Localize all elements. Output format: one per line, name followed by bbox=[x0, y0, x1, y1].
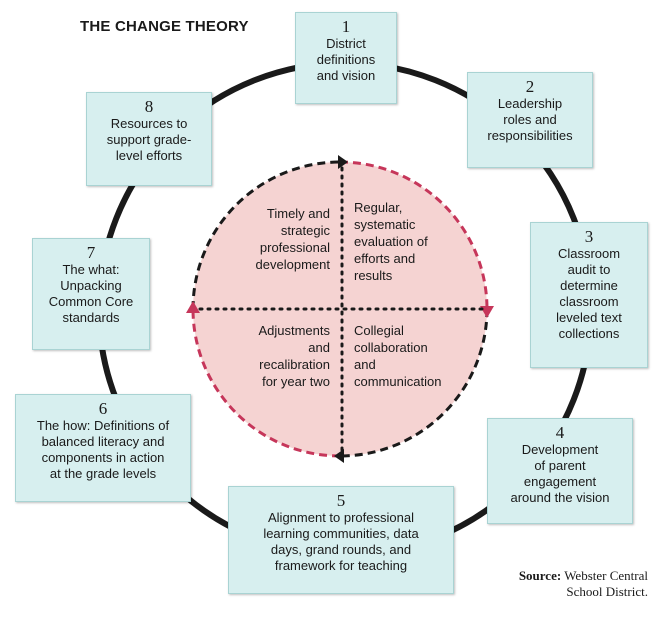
step-6-box: 6 The how: Definitions of balanced liter… bbox=[15, 394, 191, 502]
step-number: 7 bbox=[86, 243, 96, 262]
step-number: 8 bbox=[144, 97, 154, 116]
arrow-bottom-icon bbox=[334, 449, 344, 463]
step-text: Alignment to professional learning commu… bbox=[263, 510, 419, 573]
step-2-box: 2 Leadership roles and responsibilities bbox=[467, 72, 593, 168]
step-number: 1 bbox=[341, 17, 351, 36]
step-text: The what: Unpacking Common Core standard… bbox=[48, 262, 134, 325]
diagram-title: THE CHANGE THEORY bbox=[80, 18, 249, 35]
cycle-top-right: Regular, systematic evaluation of effort… bbox=[354, 200, 428, 283]
step-number: 6 bbox=[98, 399, 108, 418]
inner-circle bbox=[193, 162, 487, 456]
step-3-box: 3 Classroom audit to determine classroom… bbox=[530, 222, 648, 368]
cycle-bottom-right: Collegial collaboration and communicatio… bbox=[354, 323, 442, 389]
arc-top-right bbox=[339, 160, 489, 310]
arc-bottom-left bbox=[191, 308, 341, 458]
step-number: 5 bbox=[336, 491, 346, 510]
arc-bottom-right bbox=[339, 308, 489, 458]
step-number: 2 bbox=[525, 77, 535, 96]
step-4-box: 4 Development of parent engagement aroun… bbox=[487, 418, 633, 524]
step-5-box: 5 Alignment to professional learning com… bbox=[228, 486, 454, 594]
step-1-box: 1 District definitions and vision bbox=[295, 12, 397, 104]
source-note: Source: Webster Central School District. bbox=[519, 568, 648, 600]
step-text: District definitions and vision bbox=[316, 36, 376, 83]
source-label: Source: bbox=[518, 568, 562, 583]
step-7-box: 7 The what: Unpacking Common Core standa… bbox=[32, 238, 150, 350]
arrow-top-icon bbox=[338, 155, 348, 169]
step-text: Resources to support grade- level effort… bbox=[106, 116, 192, 163]
step-text: Leadership roles and responsibilities bbox=[487, 96, 573, 143]
step-number: 4 bbox=[555, 423, 565, 442]
step-8-box: 8 Resources to support grade- level effo… bbox=[86, 92, 212, 186]
cycle-top-left: Timely and strategic professional develo… bbox=[255, 206, 330, 272]
step-number: 3 bbox=[584, 227, 594, 246]
arrow-left-icon bbox=[186, 301, 200, 313]
cycle-bottom-left: Adjustments and recalibration for year t… bbox=[258, 323, 330, 389]
step-text: Classroom audit to determine classroom l… bbox=[556, 246, 622, 341]
arc-top-left bbox=[191, 160, 341, 310]
step-text: Development of parent engagement around … bbox=[510, 442, 610, 505]
source-text: Webster Central School District. bbox=[564, 568, 648, 599]
step-text: The how: Definitions of balanced literac… bbox=[36, 418, 170, 481]
